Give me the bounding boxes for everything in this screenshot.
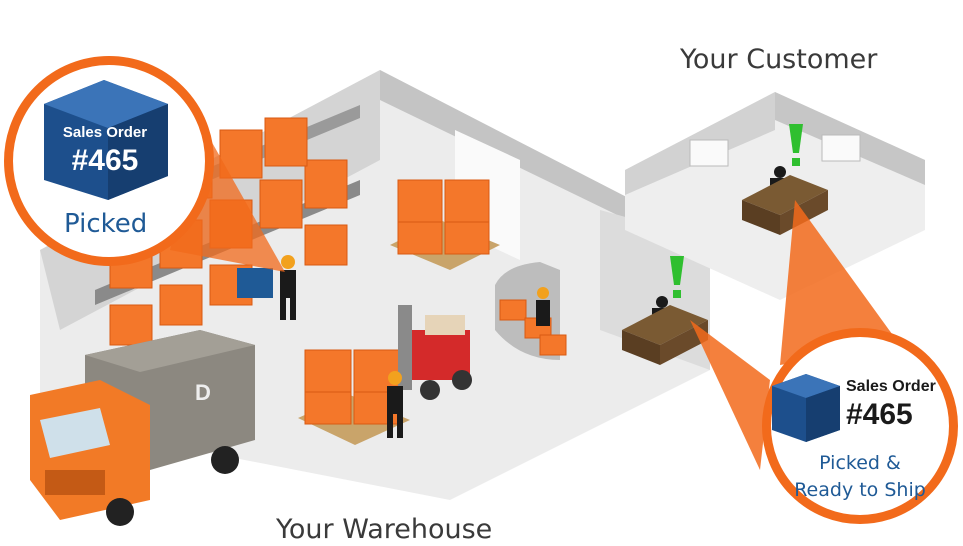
order-status: Picked	[64, 209, 148, 239]
order-status-line1: Picked &	[819, 452, 901, 474]
truck-icon: D	[30, 330, 255, 526]
order-status-line2: Ready to Ship	[794, 479, 926, 501]
sales-order-number: #465	[71, 144, 139, 177]
sales-order-cube-right	[772, 374, 840, 442]
customer-label: Your Customer	[680, 44, 878, 75]
svg-text:D: D	[195, 380, 211, 405]
callout-ready-to-ship	[762, 328, 958, 524]
beam-right-warehouse	[690, 320, 770, 470]
warehouse-label: Your Warehouse	[276, 514, 493, 545]
beam-right-customer	[780, 200, 900, 365]
pallet-stack-back	[390, 179, 500, 270]
forklift-icon	[398, 305, 472, 400]
sales-order-label: Sales Order	[62, 124, 148, 141]
exclamation-icon	[670, 124, 803, 298]
sales-order-label: Sales Order	[846, 378, 936, 395]
packing-station	[495, 262, 567, 360]
sales-order-cube-left	[44, 80, 168, 200]
sales-order-number: #465	[846, 398, 913, 431]
